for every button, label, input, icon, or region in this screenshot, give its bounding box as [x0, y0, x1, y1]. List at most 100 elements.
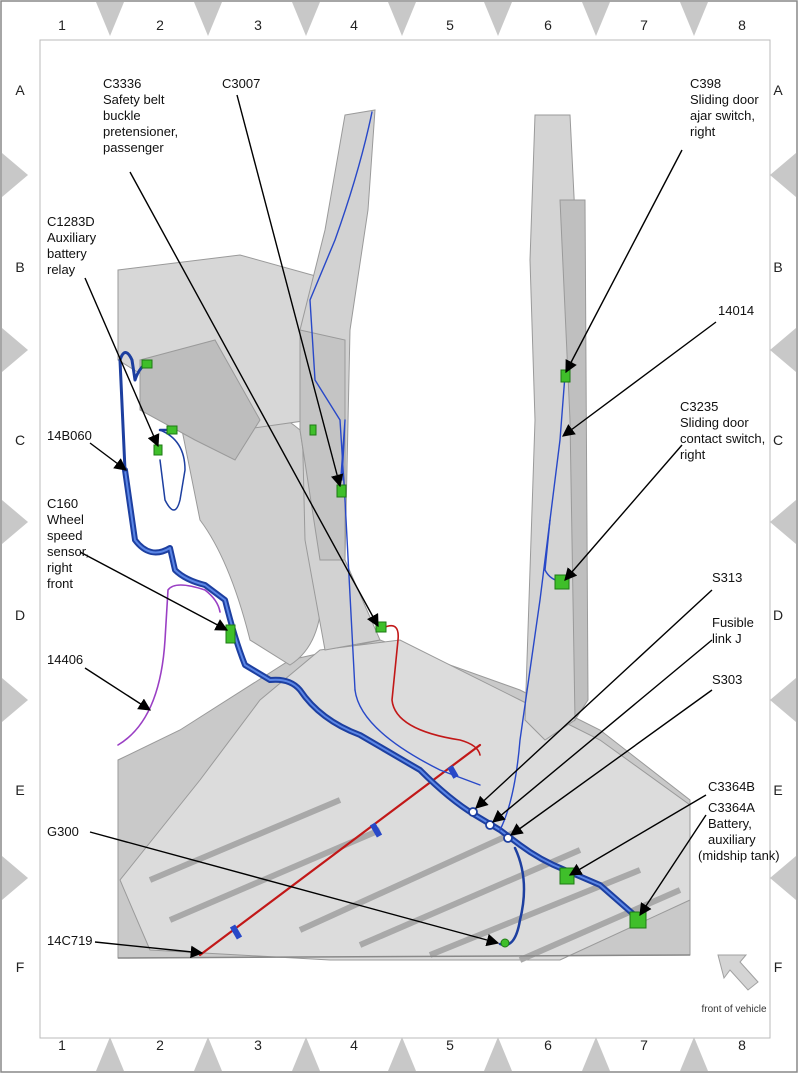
leader-c3007: [236, 94, 344, 488]
connector-c1283d: [153, 444, 163, 456]
connector-relay-top: [141, 359, 153, 369]
row-label: C: [15, 432, 25, 448]
grid-marker-triangle: [770, 856, 796, 900]
label-c3235: C3235 Sliding door contact switch, right: [680, 399, 769, 462]
label-c398: C398 Sliding door ajar switch, right: [690, 76, 762, 139]
label-14c719: 14C719: [47, 933, 93, 948]
label-fusible-link-j: Fusible link J: [712, 615, 758, 646]
row-label: A: [15, 82, 25, 98]
label-c3007: C3007: [222, 76, 260, 91]
wire-c3336-red: [382, 624, 481, 756]
splice-s313: [468, 807, 478, 817]
col-label: 7: [640, 17, 648, 33]
grid-marker-triangle: [2, 500, 28, 544]
grid-marker-triangle: [770, 328, 796, 372]
row-labels-right: A B C D E F: [773, 82, 783, 975]
grid-marker-triangle: [680, 2, 708, 36]
connector-c3364b: [559, 867, 575, 885]
grid-marker-triangle: [582, 1037, 610, 1071]
splices: [468, 807, 513, 843]
wiring: [117, 111, 643, 957]
fusible-link-j: [485, 820, 495, 830]
grid-marker-triangle: [770, 500, 796, 544]
label-g300: G300: [47, 824, 79, 839]
column-labels-top: 1 2 3 4 5 6 7 8: [58, 17, 746, 33]
row-label: E: [773, 782, 782, 798]
col-label: 6: [544, 17, 552, 33]
row-label: A: [773, 82, 783, 98]
leader-14406: [84, 667, 152, 711]
label-c1283d: C1283D Auxiliary battery relay: [47, 214, 100, 277]
col-label: 7: [640, 1037, 648, 1053]
row-label: E: [15, 782, 24, 798]
leader-c398: [565, 149, 683, 374]
callouts: C3336 Safety belt buckle pretensioner, p…: [47, 76, 780, 948]
grid-marker-triangle: [194, 1037, 222, 1071]
grid-marker-triangle: [388, 1037, 416, 1071]
col-label: 2: [156, 1037, 164, 1053]
grid-marker-triangle: [770, 153, 796, 197]
leader-14b060: [89, 442, 128, 471]
leader-s313: [475, 589, 713, 809]
front-of-vehicle-label: front of vehicle: [701, 1004, 766, 1015]
grid-marker-triangle: [2, 856, 28, 900]
leader-s303: [509, 689, 713, 836]
grid-marker-triangle: [2, 678, 28, 722]
grid-marker-triangle: [2, 328, 28, 372]
connectors: [141, 359, 647, 948]
label-14014: 14014: [718, 303, 754, 318]
col-label: 4: [350, 1037, 358, 1053]
label-c3364b: C3364B: [708, 779, 755, 794]
col-label: 5: [446, 1037, 454, 1053]
row-label: C: [773, 432, 783, 448]
leader-c1283d: [84, 277, 160, 448]
grid-marker-triangle: [96, 2, 124, 36]
wire-pillar-thin: [309, 111, 373, 691]
leader-g300: [89, 831, 500, 947]
grid-marker-triangle: [680, 1037, 708, 1071]
leader-c3364a: [639, 814, 707, 917]
row-label: F: [16, 959, 25, 975]
grid-marker-triangle: [484, 1037, 512, 1071]
wire-pillar-to-floor: [354, 689, 481, 786]
row-label: D: [15, 607, 25, 623]
leader-c3336: [129, 171, 379, 628]
grid-marker-triangle: [388, 2, 416, 36]
connector-pillar-small: [309, 424, 317, 436]
row-labels-left: A B C D E F: [15, 82, 25, 975]
leader-lines: [79, 94, 717, 959]
col-label: 8: [738, 17, 746, 33]
leader-c3235: [564, 444, 683, 581]
row-label: B: [773, 259, 782, 275]
grid-marker-triangle: [484, 2, 512, 36]
harness-clips: [229, 765, 459, 940]
leader-14c719: [94, 941, 204, 959]
col-label: 1: [58, 1037, 66, 1053]
row-label: D: [773, 607, 783, 623]
col-label: 3: [254, 17, 262, 33]
connector-g300: [500, 938, 510, 948]
label-c160: C160 Wheel speed sensor, right front: [47, 496, 93, 591]
grid-marker-triangle: [770, 678, 796, 722]
wire-14406-purple: [117, 584, 221, 746]
front-of-vehicle-indicator: front of vehicle: [701, 954, 767, 1015]
row-label: B: [15, 259, 24, 275]
label-c3364a: C3364A Battery, auxiliary (midship tank): [698, 800, 780, 863]
row-label: F: [774, 959, 783, 975]
col-label: 5: [446, 17, 454, 33]
col-label: 3: [254, 1037, 262, 1053]
leader-14014: [561, 321, 717, 437]
connector-c1283d-top: [166, 425, 178, 435]
col-label: 8: [738, 1037, 746, 1053]
front-arrow-icon: [717, 954, 759, 991]
label-14b060: 14B060: [47, 428, 92, 443]
leader-fusible-link-j: [492, 639, 713, 823]
harness-c1283d-loop: [159, 429, 186, 511]
label-s303: S303: [712, 672, 742, 687]
label-c3336: C3336 Safety belt buckle pretensioner, p…: [103, 76, 182, 155]
col-label: 6: [544, 1037, 552, 1053]
grid-marker-triangle: [292, 2, 320, 36]
label-14406: 14406: [47, 652, 83, 667]
